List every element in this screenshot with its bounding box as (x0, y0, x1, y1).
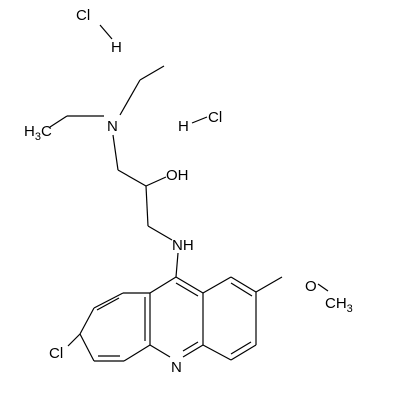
bond-c10a-n10 (149, 344, 171, 358)
bond-ethyl-ch3-b (49, 115, 68, 128)
bond-c3-cl (67, 333, 81, 347)
hcl-top: Cl H (76, 7, 122, 56)
acridine-core: N (79, 276, 257, 376)
atom-n-ring: N (171, 359, 182, 376)
bond-c5-c4b (202, 344, 232, 361)
atom-h-hcl-top: H (111, 39, 122, 56)
bond-ch2-choh (117, 169, 147, 187)
bond-c6-c5-double (230, 341, 252, 355)
bond-c1-c2-double (96, 297, 120, 311)
atom-h-hcl-right: H (178, 118, 189, 135)
bond-c7-o (255, 276, 283, 293)
bond-c9-c8a (175, 276, 204, 294)
bond-c2-c3 (79, 307, 95, 335)
atom-cl-hcl-right: Cl (208, 109, 222, 126)
bond-ch2-nh (147, 225, 173, 241)
bond-c6-c5 (230, 344, 257, 361)
atom-nh: NH (172, 237, 194, 254)
atom-ch3-left: H3C (24, 123, 52, 143)
bond-choh-ch2 (145, 185, 149, 227)
bond-c9a-c9 (149, 276, 177, 294)
atom-n-amine: N (107, 118, 118, 135)
bond-ethyl-ch3-a (139, 65, 165, 81)
bond-c-oh (145, 176, 167, 187)
methoxy-substituent: O CH3 (255, 276, 353, 315)
bond-n-ch2 (112, 134, 119, 171)
bond-c8-c7 (230, 276, 257, 293)
bond-n10-c4b-double (182, 341, 199, 352)
atom-cl-hcl-top: Cl (76, 7, 90, 24)
atom-o-methoxy: O (305, 278, 317, 295)
bond-c9-c8a-double (175, 282, 199, 297)
bond-c8a-c8 (202, 276, 232, 294)
bond-c8-c7-double (230, 282, 253, 297)
bond-h-cl-right (191, 116, 208, 124)
bond-c1-c2 (93, 292, 124, 309)
bond-nh-c9 (175, 252, 179, 278)
atom-ch3-methoxy: CH3 (325, 295, 353, 315)
bond-o-ch3 (317, 283, 329, 292)
atom-cl-ring: Cl (49, 345, 63, 362)
diethylamino-chain: H3C N OH NH (24, 65, 194, 278)
atom-oh: OH (166, 167, 189, 184)
bond-ethyl-ch2-a (119, 79, 141, 116)
bond-c4a-c10a (123, 344, 151, 362)
bond-c3-c4 (79, 333, 95, 362)
chloro-substituent: Cl (49, 333, 81, 362)
bond-n10-c4b (182, 344, 204, 358)
hcl-right: H Cl (178, 109, 222, 135)
bond-h-cl-top (99, 24, 113, 40)
